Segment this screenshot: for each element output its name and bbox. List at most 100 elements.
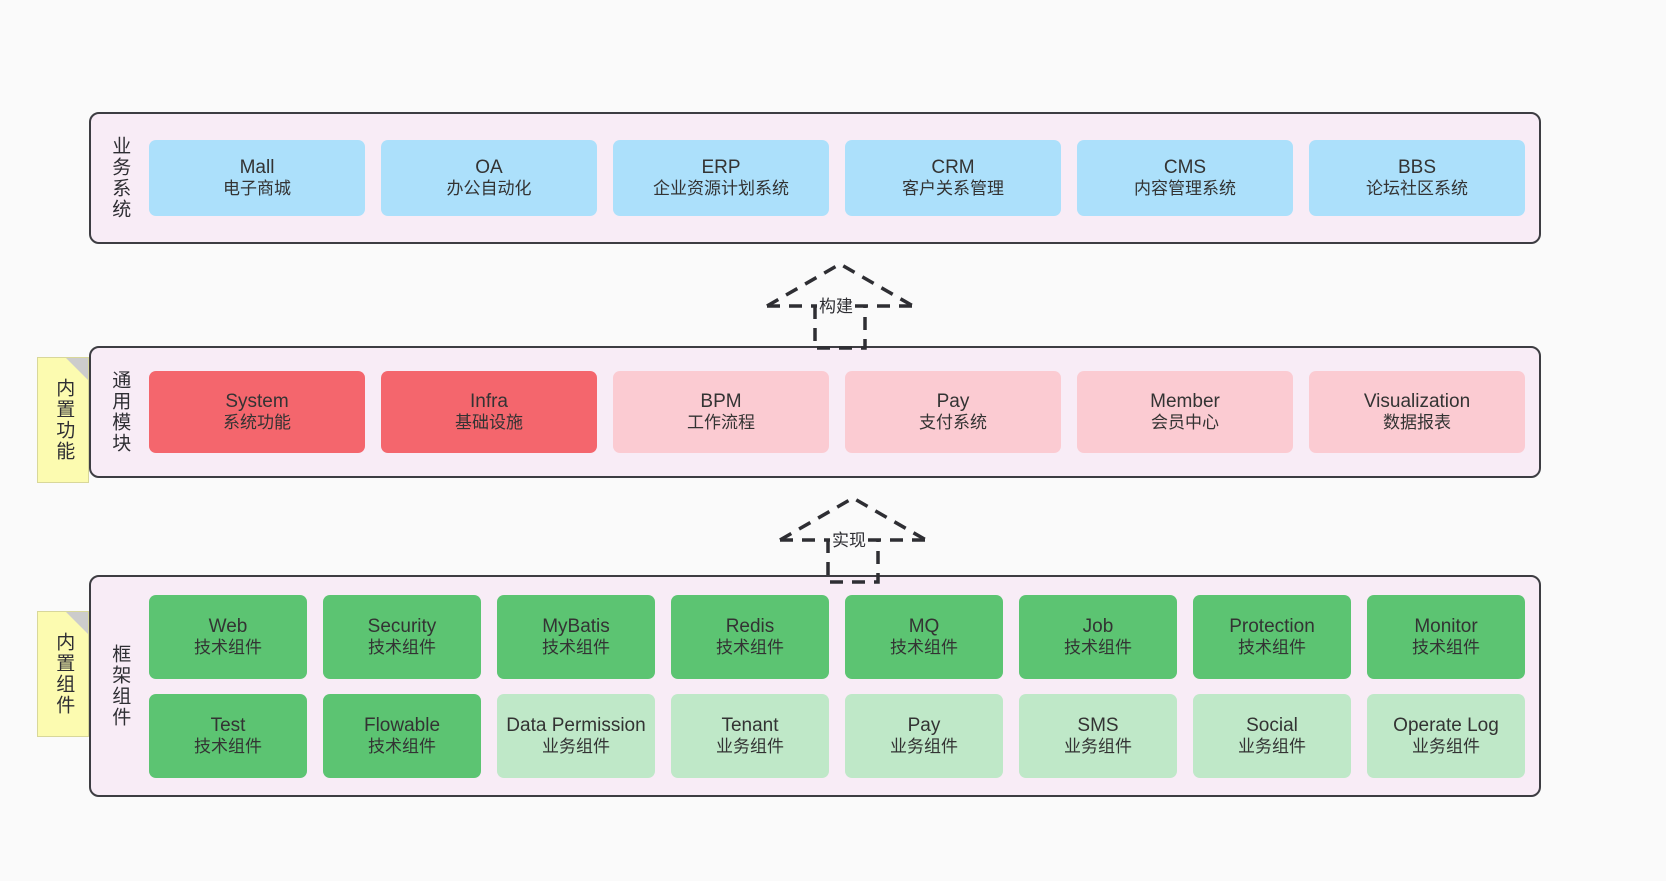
card-title: Mall	[239, 157, 275, 179]
card-title: Tenant	[721, 714, 779, 736]
layer-title-framework: 框架组件	[109, 644, 131, 728]
layer-body-framework: Web 技术组件 Security 技术组件 MyBatis 技术组件 Redi…	[139, 577, 1539, 795]
card-data-permission[interactable]: Data Permission 业务组件	[497, 693, 655, 778]
layer-common-modules: 通用模块 System 系统功能 Infra 基础设施 BPM 工作流程 Pay…	[89, 346, 1541, 478]
card-erp[interactable]: ERP 企业资源计划系统	[613, 140, 829, 216]
card-subtitle: 论坛社区系统	[1366, 179, 1468, 199]
card-subtitle: 系统功能	[223, 413, 291, 433]
card-title: ERP	[701, 157, 741, 179]
card-title: Monitor	[1414, 615, 1478, 637]
card-web[interactable]: Web 技术组件	[149, 594, 307, 679]
layer-business-systems: 业务系统 Mall 电子商城 OA 办公自动化 ERP 企业资源计划系统 CRM…	[89, 112, 1541, 244]
layer-body-modules: System 系统功能 Infra 基础设施 BPM 工作流程 Pay 支付系统…	[139, 348, 1539, 476]
card-subtitle: 技术组件	[542, 637, 610, 657]
card-system[interactable]: System 系统功能	[149, 371, 365, 453]
layer-framework-components: 框架组件 Web 技术组件 Security 技术组件 MyBatis 技术组件…	[89, 575, 1541, 797]
card-subtitle: 客户关系管理	[902, 179, 1004, 199]
card-title: Redis	[725, 615, 775, 637]
card-subtitle: 内容管理系统	[1134, 179, 1236, 199]
card-subtitle: 工作流程	[687, 413, 755, 433]
card-subtitle: 技术组件	[194, 637, 262, 657]
note-builtin-components: 内置组件	[37, 611, 89, 737]
card-infra[interactable]: Infra 基础设施	[381, 371, 597, 453]
layer-body-business: Mall 电子商城 OA 办公自动化 ERP 企业资源计划系统 CRM 客户关系…	[139, 114, 1539, 242]
card-subtitle: 技术组件	[1064, 637, 1132, 657]
card-tenant[interactable]: Tenant 业务组件	[671, 693, 829, 778]
card-row: Mall 电子商城 OA 办公自动化 ERP 企业资源计划系统 CRM 客户关系…	[149, 140, 1525, 216]
card-crm[interactable]: CRM 客户关系管理	[845, 140, 1061, 216]
card-subtitle: 业务组件	[1064, 736, 1132, 756]
card-row: Test 技术组件 Flowable 技术组件 Data Permission …	[149, 693, 1525, 778]
card-protection[interactable]: Protection 技术组件	[1193, 594, 1351, 679]
card-title: Pay	[936, 391, 970, 413]
card-operate-log[interactable]: Operate Log 业务组件	[1367, 693, 1525, 778]
card-subtitle: 基础设施	[455, 413, 523, 433]
card-title: Flowable	[363, 714, 441, 736]
card-title: SMS	[1077, 714, 1119, 736]
card-title: CRM	[931, 157, 975, 179]
card-bbs[interactable]: BBS 论坛社区系统	[1309, 140, 1525, 216]
card-subtitle: 技术组件	[716, 637, 784, 657]
card-title: Web	[208, 615, 248, 637]
card-title: BBS	[1397, 157, 1437, 179]
connector-build: 构建	[755, 258, 925, 350]
card-subtitle: 业务组件	[542, 736, 610, 756]
card-subtitle: 技术组件	[368, 736, 436, 756]
card-subtitle: 技术组件	[890, 637, 958, 657]
card-cms[interactable]: CMS 内容管理系统	[1077, 140, 1293, 216]
card-subtitle: 数据报表	[1383, 413, 1451, 433]
connector-label-implement: 实现	[830, 526, 868, 551]
card-subtitle: 业务组件	[1238, 736, 1306, 756]
card-title: Test	[210, 714, 246, 736]
card-title: OA	[475, 157, 503, 179]
card-social[interactable]: Social 业务组件	[1193, 693, 1351, 778]
card-security[interactable]: Security 技术组件	[323, 594, 481, 679]
card-pay-module[interactable]: Pay 支付系统	[845, 371, 1061, 453]
card-sms[interactable]: SMS 业务组件	[1019, 693, 1177, 778]
card-title: Protection	[1229, 615, 1315, 637]
card-row: System 系统功能 Infra 基础设施 BPM 工作流程 Pay 支付系统…	[149, 371, 1525, 453]
card-subtitle: 技术组件	[1238, 637, 1306, 657]
card-member[interactable]: Member 会员中心	[1077, 371, 1293, 453]
card-bpm[interactable]: BPM 工作流程	[613, 371, 829, 453]
card-subtitle: 办公自动化	[446, 179, 532, 199]
card-title: System	[225, 391, 289, 413]
card-title: Security	[367, 615, 437, 637]
card-row: Web 技术组件 Security 技术组件 MyBatis 技术组件 Redi…	[149, 594, 1525, 679]
card-mybatis[interactable]: MyBatis 技术组件	[497, 594, 655, 679]
layer-title-modules: 通用模块	[109, 370, 131, 454]
card-title: Infra	[469, 391, 509, 413]
card-title: CMS	[1163, 157, 1207, 179]
card-flowable[interactable]: Flowable 技术组件	[323, 693, 481, 778]
note-builtin-features: 内置功能	[37, 357, 89, 483]
card-subtitle: 支付系统	[919, 413, 987, 433]
card-title: Operate Log	[1393, 714, 1499, 736]
card-subtitle: 电子商城	[223, 179, 291, 199]
card-title: MQ	[908, 615, 940, 637]
card-redis[interactable]: Redis 技术组件	[671, 594, 829, 679]
card-subtitle: 业务组件	[890, 736, 958, 756]
card-title: Job	[1082, 615, 1114, 637]
card-subtitle: 企业资源计划系统	[653, 179, 789, 199]
card-monitor[interactable]: Monitor 技术组件	[1367, 594, 1525, 679]
card-job[interactable]: Job 技术组件	[1019, 594, 1177, 679]
connector-label-build: 构建	[817, 292, 855, 317]
card-pay-component[interactable]: Pay 业务组件	[845, 693, 1003, 778]
card-subtitle: 会员中心	[1151, 413, 1219, 433]
card-title: Member	[1150, 391, 1220, 413]
card-subtitle: 技术组件	[194, 736, 262, 756]
card-title: BPM	[700, 391, 742, 413]
card-test[interactable]: Test 技术组件	[149, 693, 307, 778]
card-title: Pay	[907, 714, 941, 736]
card-title: MyBatis	[542, 615, 610, 637]
card-subtitle: 业务组件	[1412, 736, 1480, 756]
card-title: Social	[1246, 714, 1298, 736]
card-oa[interactable]: OA 办公自动化	[381, 140, 597, 216]
card-title: Visualization	[1363, 391, 1471, 413]
card-visualization[interactable]: Visualization 数据报表	[1309, 371, 1525, 453]
card-mall[interactable]: Mall 电子商城	[149, 140, 365, 216]
card-mq[interactable]: MQ 技术组件	[845, 594, 1003, 679]
connector-implement: 实现	[768, 492, 938, 584]
layer-title-business: 业务系统	[109, 136, 131, 220]
